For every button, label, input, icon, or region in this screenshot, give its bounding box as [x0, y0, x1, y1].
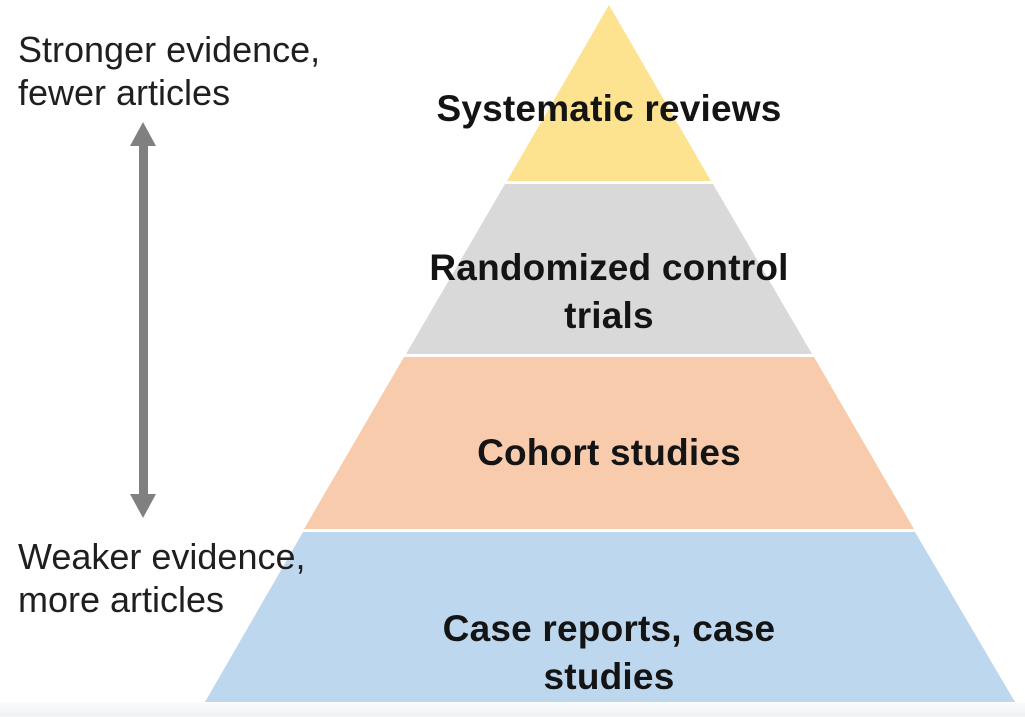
tier-shape-randomized-control-trials: [406, 184, 812, 354]
tier-shape-cohort-studies: [304, 357, 914, 529]
tier-shape-case-reports: [205, 532, 1015, 702]
tier-shape-systematic-reviews: [507, 5, 711, 181]
footer-strip: [0, 703, 1025, 717]
weaker-evidence-label: Weaker evidence, more articles: [18, 536, 306, 620]
tier-label-case-reports: Case reports, case studies: [442, 608, 776, 697]
tier-label-cohort-studies: Cohort studies: [477, 432, 741, 473]
arrow-down-head: [130, 494, 156, 518]
tier-label-systematic-reviews: Systematic reviews: [436, 88, 782, 129]
evidence-strength-arrow-icon: [130, 122, 156, 518]
arrow-shaft: [139, 144, 148, 496]
stronger-evidence-label: Stronger evidence, fewer articles: [18, 29, 321, 113]
tier-label-randomized-control-trials: Randomized control trials: [429, 247, 789, 336]
arrow-up-head: [130, 122, 156, 146]
